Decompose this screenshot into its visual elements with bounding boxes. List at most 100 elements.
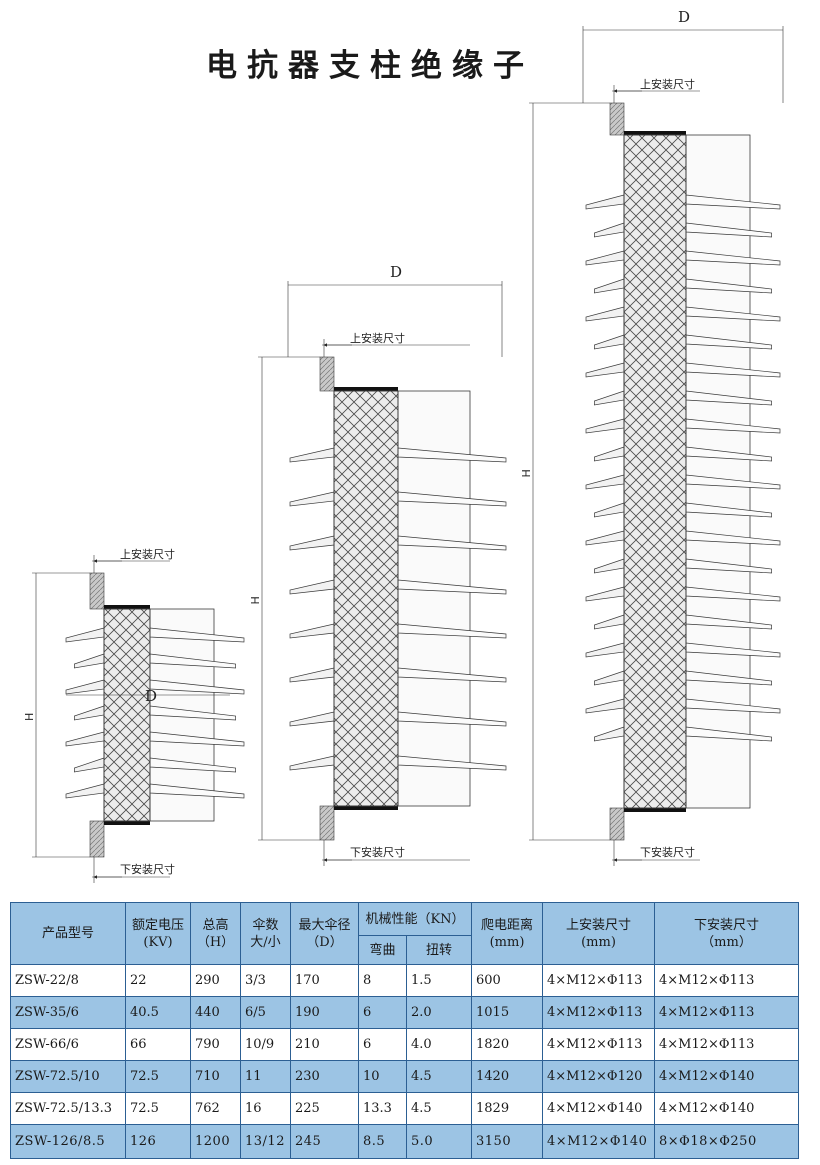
header-height: 总高（H） [190,902,241,965]
shed-left [74,757,105,773]
shed-left [289,755,335,771]
shed-left [594,502,625,518]
cell-diameter: 225 [290,1092,359,1125]
table-row: ZSW-72.5/10 72.5 710 11 230 10 4.5 1420 … [10,1060,799,1093]
upper-flange-section [319,356,335,392]
shed-left [594,614,625,630]
shed-left [585,418,625,434]
cell-model: ZSW-22/8 [10,964,126,997]
upper-gasket [104,605,150,609]
dim-upper-label: 上安装尺寸 [640,77,695,91]
shed-left [289,447,335,463]
page-title: 电抗器支柱绝缘子 [206,48,534,84]
cell-diameter: 210 [290,1028,359,1061]
upper-flange-section [89,572,105,610]
cell-lower: 4×M12×Φ113 [654,996,799,1029]
table-row: ZSW-126/8.5 126 1200 13/12 245 8.5 5.0 3… [10,1124,799,1159]
table-row: ZSW-66/6 66 790 10/9 210 6 4.0 1820 4×M1… [10,1028,799,1061]
cell-voltage: 72.5 [125,1092,191,1125]
cell-bend: 8 [358,964,407,997]
cell-creep: 1420 [471,1060,543,1093]
insulator-core [623,134,687,809]
shed-left [594,670,625,686]
cell-sheds: 11 [240,1060,291,1093]
dim-upper-label: 上安装尺寸 [120,547,175,561]
lower-flange-section [609,807,625,841]
cell-diameter: 230 [290,1060,359,1093]
cell-torsion: 4.0 [406,1028,472,1061]
cell-lower: 8×Φ18×Φ250 [654,1124,799,1159]
cell-creep: 1015 [471,996,543,1029]
shed-left [289,711,335,727]
cell-upper: 4×M12×Φ140 [542,1124,655,1159]
table-row: ZSW-22/8 22 290 3/3 170 8 1.5 600 4×M12×… [10,964,799,997]
cell-height: 762 [190,1092,241,1125]
header-creep: 爬电距离(mm) [471,902,543,965]
dim-h-label: H [249,596,262,604]
upper-flange-section [609,102,625,136]
cell-sheds: 6/5 [240,996,291,1029]
cell-lower: 4×M12×Φ140 [654,1092,799,1125]
cell-diameter: 190 [290,996,359,1029]
cell-bend: 13.3 [358,1092,407,1125]
cell-model: ZSW-72.5/13.3 [10,1092,126,1125]
cell-height: 290 [190,964,241,997]
header-lower: 下安装尺寸（mm） [654,902,799,965]
cell-height: 790 [190,1028,241,1061]
shed-left [585,586,625,602]
cell-torsion: 4.5 [406,1092,472,1125]
cell-torsion: 4.5 [406,1060,472,1093]
cell-bend: 8.5 [358,1124,407,1159]
cell-height: 440 [190,996,241,1029]
shed-left [585,474,625,490]
cell-sheds: 10/9 [240,1028,291,1061]
lower-gasket [104,821,150,825]
upper-gasket [334,387,398,391]
cell-voltage: 72.5 [125,1060,191,1093]
cell-model: ZSW-126/8.5 [10,1124,126,1159]
dim-lower-label: 下安装尺寸 [640,845,695,859]
shed-left [65,731,105,747]
shed-left [65,679,105,695]
cell-torsion: 1.5 [406,964,472,997]
shed-left [594,334,625,350]
spec-table: 产品型号 额定电压(KV) 总高（H） 伞数大/小 最大伞径（D） 机械性能（K… [10,902,799,1159]
cell-voltage: 22 [125,964,191,997]
dim-d-label: D [678,8,690,26]
dim-lower-label: 下安装尺寸 [120,862,175,876]
shed-left [65,627,105,643]
upper-gasket [624,131,686,135]
cell-lower: 4×M12×Φ113 [654,964,799,997]
dim-lower-label: 下安装尺寸 [350,845,405,859]
cell-upper: 4×M12×Φ120 [542,1060,655,1093]
cell-sheds: 13/12 [240,1124,291,1159]
insulator-core [103,608,151,822]
shed-left [289,579,335,595]
cell-lower: 4×M12×Φ140 [654,1060,799,1093]
cell-lower: 4×M12×Φ113 [654,1028,799,1061]
cell-torsion: 5.0 [406,1124,472,1159]
cell-voltage: 66 [125,1028,191,1061]
cell-bend: 6 [358,1028,407,1061]
insulator-core [333,390,399,807]
cell-upper: 4×M12×Φ113 [542,964,655,997]
dim-h-label: H [520,469,533,477]
table-row: ZSW-72.5/13.3 72.5 762 16 225 13.3 4.5 1… [10,1092,799,1125]
header-voltage: 额定电压(KV) [125,902,191,965]
cell-creep: 600 [471,964,543,997]
cell-creep: 1820 [471,1028,543,1061]
lower-flange-section [89,820,105,858]
shed-left [585,194,625,210]
header-model: 产品型号 [10,902,126,965]
cell-height: 1200 [190,1124,241,1159]
cell-sheds: 3/3 [240,964,291,997]
dim-upper-label: 上安装尺寸 [350,331,405,345]
cell-diameter: 170 [290,964,359,997]
shed-left [594,278,625,294]
cell-model: ZSW-35/6 [10,996,126,1029]
insulator-body [397,390,471,807]
dim-d-label: D [145,687,157,705]
shed-left [594,726,625,742]
cell-height: 710 [190,1060,241,1093]
